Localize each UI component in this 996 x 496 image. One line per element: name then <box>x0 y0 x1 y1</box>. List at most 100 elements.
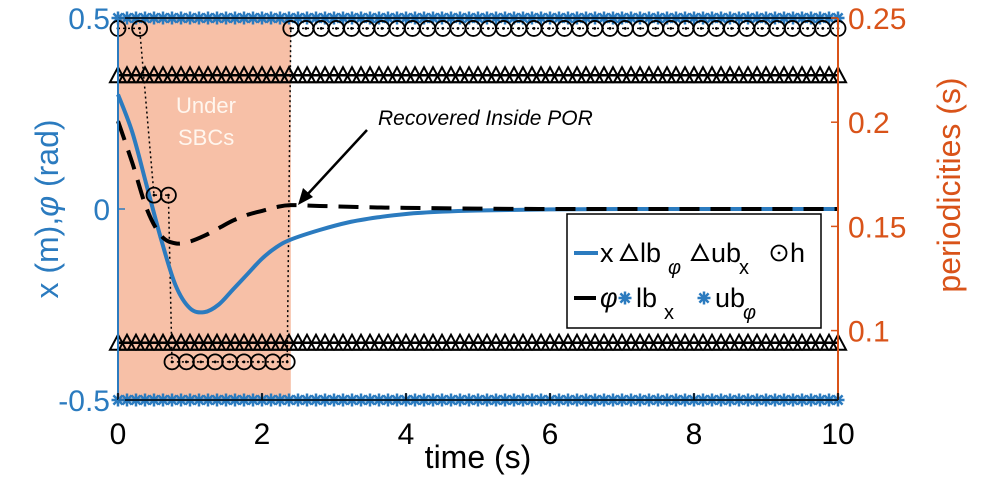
series-h-marker-dot <box>380 27 384 30</box>
x-tick-label: 4 <box>398 418 415 451</box>
series-h-marker-dot <box>806 27 809 30</box>
y-left-tick-label: 0.5 <box>68 3 110 36</box>
series-h-marker-dot <box>170 360 174 364</box>
series-h-marker-dot <box>669 27 673 30</box>
legend-asterisk-icon-stroke <box>619 292 631 304</box>
series-h-marker-dot <box>411 27 414 30</box>
series-h-marker-dot <box>502 27 505 30</box>
series-h-marker-dot <box>167 193 170 197</box>
series-h-marker-dot <box>563 27 566 30</box>
series-h-marker <box>708 20 725 37</box>
series-h-marker-dot <box>304 27 308 30</box>
legend-item: ubx <box>690 238 749 279</box>
legend-subscript: φ <box>743 302 756 324</box>
legend-asterisk-icon-stroke <box>698 292 710 304</box>
series-h-marker-dot <box>623 27 627 30</box>
series-h-line <box>118 27 838 363</box>
series-h-marker-dot <box>639 27 642 30</box>
x-tick-label: 10 <box>821 418 854 451</box>
legend-label: φ <box>600 283 618 313</box>
legend-circle-icon <box>770 244 788 262</box>
series-h-marker-ring <box>131 20 149 37</box>
y-left-tick-label: -0.5 <box>58 385 110 418</box>
series-h-marker-dot <box>271 360 275 364</box>
legend-triangle-icon <box>690 242 710 261</box>
series-h-marker-dot <box>441 27 445 30</box>
series-h-marker-dot <box>185 360 188 364</box>
series-h-marker-dot <box>760 27 764 30</box>
series-h-marker-ring <box>159 186 177 204</box>
series-h-marker-dot <box>152 193 156 197</box>
series-h-marker-ring <box>278 353 296 371</box>
series-h-marker <box>692 20 710 37</box>
legend-item: h <box>770 238 805 268</box>
series-h-marker-dot <box>471 27 475 30</box>
legend-item: φ <box>574 283 618 313</box>
y-axis-left-label-unit: (rad) <box>29 119 65 195</box>
series-h-marker <box>601 20 619 37</box>
series-h-marker <box>327 20 345 37</box>
x-tick-label: 8 <box>686 418 703 451</box>
series-h-marker-dot <box>365 27 369 30</box>
series-h-marker <box>278 353 296 371</box>
series-h-marker-dot <box>699 27 703 30</box>
series-h-marker-dot <box>199 360 203 364</box>
legend-asterisk-icon <box>697 291 711 305</box>
series-h-marker-dot <box>654 27 657 30</box>
series-h-marker-dot <box>532 27 536 30</box>
series-h-marker-dot <box>608 27 612 30</box>
series-h-marker-dot <box>578 27 581 30</box>
y-axis-left-label: x (m),φ (rad) <box>29 119 65 298</box>
series-h-marker-dot <box>289 27 293 30</box>
series-h-marker-dot <box>138 27 142 30</box>
y-right-tick-label: 0.1 <box>848 316 890 349</box>
series-h-marker-dot <box>257 360 260 364</box>
series-h-marker-dot <box>350 27 353 30</box>
y-left-tick-label: 0 <box>93 194 110 227</box>
y-axis-right-label: periodicities (s) <box>931 77 967 292</box>
legend-item: ubφ <box>697 283 756 324</box>
series-h-marker <box>159 186 177 204</box>
legend-item: x <box>574 238 614 268</box>
legend-circle-icon-dot <box>777 251 781 255</box>
x-axis-label: time (s) <box>425 439 532 475</box>
series-h-marker-dot <box>335 27 338 30</box>
legend-box <box>566 213 822 329</box>
series-x-line <box>116 93 838 315</box>
series-h-marker-dot <box>684 27 688 30</box>
legend-subscript: φ <box>668 257 681 279</box>
annotation-arrow-head <box>298 188 313 205</box>
series-h-marker-dot <box>228 360 232 364</box>
x-tick-label: 0 <box>110 418 127 451</box>
sbc-label-line2: SBCs <box>178 125 234 150</box>
series-h-marker-dot <box>593 27 597 30</box>
series-h-marker-dot <box>213 360 217 364</box>
annotation-arrow <box>298 129 368 205</box>
y-axis-left-label-part1: x (m), <box>29 217 65 299</box>
annotation-arrow-shaft <box>305 129 368 197</box>
series-h-marker-dot <box>547 27 551 30</box>
y-right-tick-label: 0.15 <box>848 211 906 244</box>
series-h-marker-dot <box>487 27 490 30</box>
series-h-marker-dot <box>775 27 779 30</box>
y-right-tick-label: 0.25 <box>848 3 906 36</box>
series-h-marker-dot <box>791 27 794 30</box>
series-h-marker-dot <box>821 27 825 30</box>
series-h-marker <box>131 20 149 37</box>
series-h-marker-dot <box>456 27 460 30</box>
series-phi-line <box>116 120 838 246</box>
series-h-marker-dot <box>730 27 733 30</box>
series-h-marker-dot <box>517 27 521 30</box>
legend-label: x <box>600 238 614 268</box>
series-h-marker-dot <box>319 27 323 30</box>
x-tick-label: 6 <box>542 418 559 451</box>
series-h-marker-dot <box>715 27 718 30</box>
series-h-marker <box>616 20 634 37</box>
series-h-marker-dot <box>395 27 399 30</box>
series-h-marker <box>647 20 664 37</box>
y-axis-left-label-symbol: φ <box>29 196 65 217</box>
